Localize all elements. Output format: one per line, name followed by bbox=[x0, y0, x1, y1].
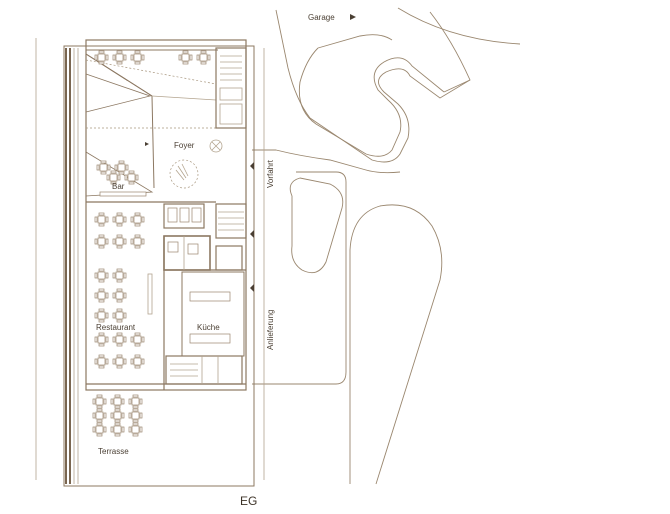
level-label: EG bbox=[240, 494, 257, 508]
room-label-kitchen: Küche bbox=[197, 323, 220, 332]
table-with-chairs bbox=[94, 332, 109, 347]
table-with-chairs bbox=[94, 50, 109, 65]
table-with-chairs bbox=[92, 408, 107, 423]
table-with-chairs bbox=[94, 212, 109, 227]
table-with-chairs bbox=[112, 268, 127, 283]
table-with-chairs bbox=[128, 394, 143, 409]
table-with-chairs bbox=[94, 354, 109, 369]
table-with-chairs bbox=[130, 50, 145, 65]
table-with-chairs bbox=[112, 234, 127, 249]
room-label-terrace: Terrasse bbox=[98, 447, 129, 456]
table-with-chairs bbox=[130, 332, 145, 347]
drive-in-arrow-icon bbox=[250, 162, 254, 170]
delivery-label: Anlieferung bbox=[266, 310, 275, 350]
table-with-chairs bbox=[110, 394, 125, 409]
table-with-chairs bbox=[130, 234, 145, 249]
table-with-chairs bbox=[110, 408, 125, 423]
road-lines bbox=[35, 7, 521, 485]
table-with-chairs bbox=[128, 422, 143, 437]
table-with-chairs bbox=[124, 170, 139, 185]
delivery-arrow-icon bbox=[250, 284, 254, 292]
foyer-arrow-icon bbox=[145, 142, 149, 146]
direction-arrows bbox=[145, 14, 356, 292]
room-label-restaurant: Restaurant bbox=[96, 323, 136, 332]
table-with-chairs bbox=[112, 354, 127, 369]
table-with-chairs bbox=[94, 234, 109, 249]
table-with-chairs bbox=[130, 354, 145, 369]
table-with-chairs bbox=[112, 50, 127, 65]
table-with-chairs bbox=[178, 50, 193, 65]
building-outline bbox=[63, 39, 255, 487]
table-with-chairs bbox=[106, 170, 121, 185]
room-label-foyer: Foyer bbox=[174, 141, 195, 150]
garage-label: Garage bbox=[308, 13, 335, 22]
table-with-chairs bbox=[94, 268, 109, 283]
drive-in-label: Vorfahrt bbox=[266, 159, 275, 188]
table-with-chairs bbox=[112, 288, 127, 303]
table-with-chairs bbox=[130, 212, 145, 227]
table-with-chairs bbox=[114, 160, 129, 175]
table-with-chairs bbox=[128, 408, 143, 423]
table-with-chairs bbox=[92, 394, 107, 409]
table-with-chairs bbox=[112, 308, 127, 323]
table-with-chairs bbox=[94, 308, 109, 323]
table-with-chairs bbox=[92, 422, 107, 437]
entry-arrow-icon bbox=[250, 230, 254, 238]
table-with-chairs bbox=[196, 50, 211, 65]
table-with-chairs bbox=[94, 288, 109, 303]
table-with-chairs bbox=[112, 212, 127, 227]
room-label-bar: Bar bbox=[112, 182, 125, 191]
table-with-chairs bbox=[96, 160, 111, 175]
garage-arrow-icon bbox=[350, 14, 356, 20]
table-with-chairs bbox=[112, 332, 127, 347]
table-with-chairs bbox=[110, 422, 125, 437]
furniture bbox=[92, 50, 211, 437]
